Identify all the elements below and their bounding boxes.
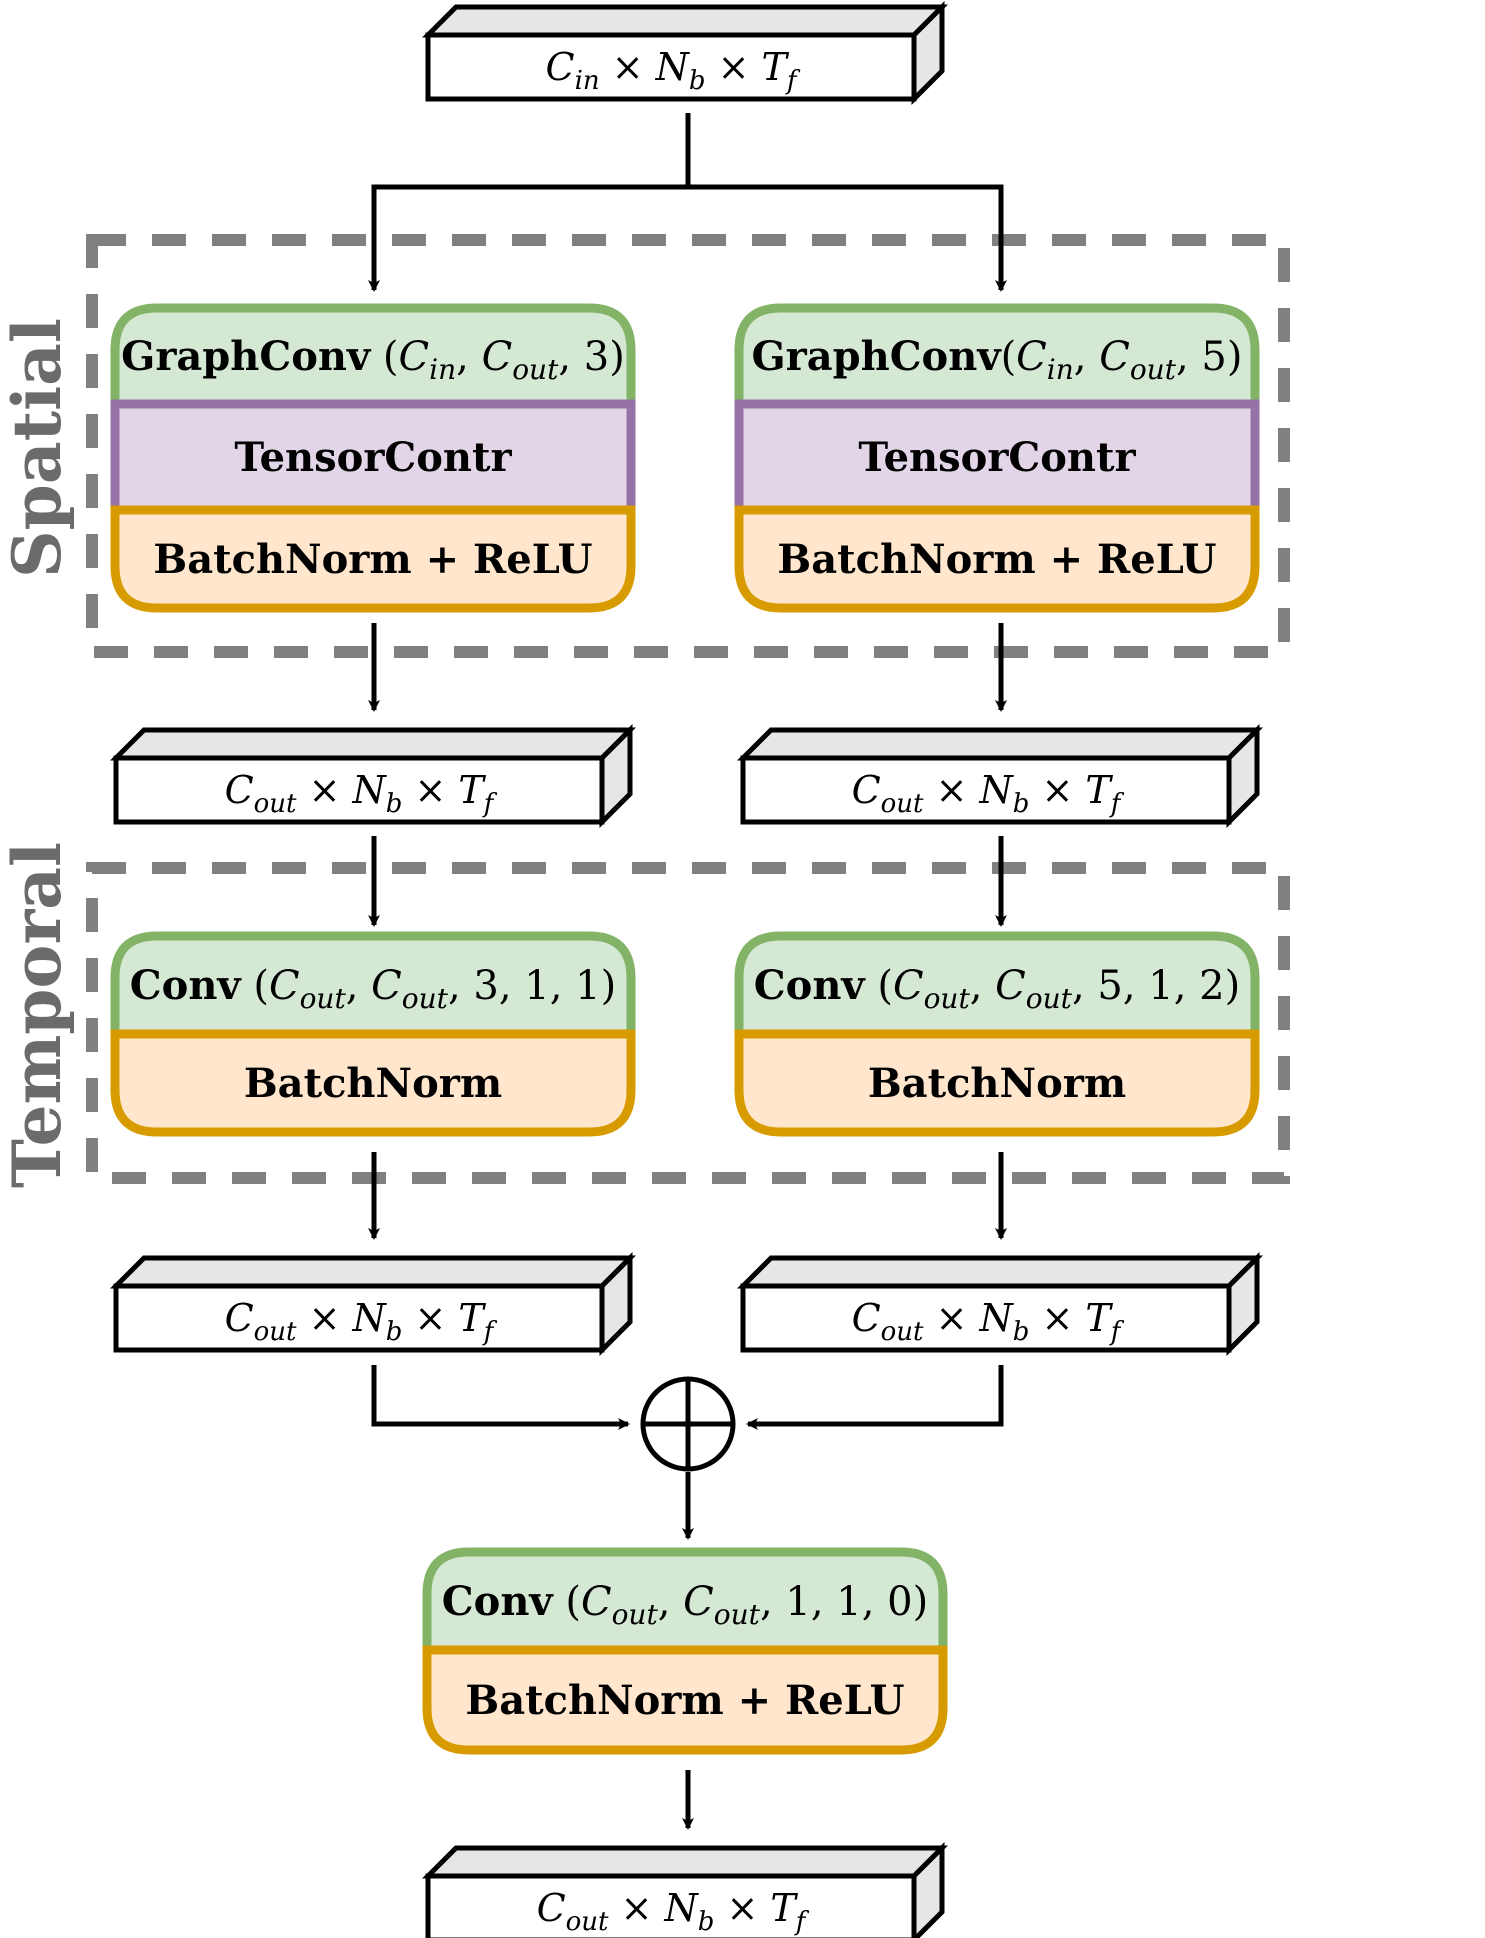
bn-relu-layer: BatchNorm + ReLU (734, 505, 1260, 613)
tensor-dims: Cout × Nb × Tf (852, 768, 1125, 819)
batchnorm-layer: BatchNorm (110, 1029, 636, 1137)
edge-input-split-right (688, 184, 1007, 292)
conv-layer: Conv (Cout, Cout, 3, 1, 1) (110, 931, 636, 1039)
tensor-dims: Cin × Nb × Tf (545, 45, 800, 96)
tensor-dims: Cout × Nb × Tf (537, 1886, 810, 1937)
bn-relu-layer: BatchNorm + ReLU (110, 505, 636, 613)
edge-sum-left (371, 1365, 630, 1430)
block-temporal-left: Conv (Cout, Cout, 3, 1, 1) BatchNorm (110, 931, 636, 1137)
tensor-input: Cin × Nb × Tf (421, 0, 949, 106)
bn-relu-layer-label: BatchNorm + ReLU (777, 536, 1216, 583)
conv-layer-label: Conv (Cout, Cout, 5, 1, 2) (754, 962, 1240, 1015)
block-spatial-left: GraphConv (Cin, Cout, 3) TensorContrBatch… (110, 303, 636, 613)
conv-layer: Conv (Cout, Cout, 1, 1, 0) (422, 1547, 948, 1655)
temporal-label: Temporal (0, 842, 76, 1188)
spatial-group-frame (86, 234, 1290, 658)
block-spatial-right: GraphConv(Cin, Cout, 5) TensorContrBatchN… (734, 303, 1260, 613)
edge-input-split (368, 113, 691, 292)
tensor-spatial-out-right: Cout × Nb × Tf (736, 723, 1264, 829)
conv-layer: Conv (Cout, Cout, 5, 1, 2) (734, 931, 1260, 1039)
graphconv-layer-label: GraphConv(Cin, Cout, 5) (752, 333, 1243, 386)
tensor-shapes: Cin × Nb × Tf Cout × Nb × Tf Cout × Nb × T… (109, 0, 1264, 1938)
batchnorm-layer: BatchNorm (734, 1029, 1260, 1137)
batchnorm-layer-label: BatchNorm (244, 1060, 502, 1107)
tensorcontr-layer: TensorContr (110, 399, 636, 515)
tensor-dims: Cout × Nb × Tf (852, 1296, 1125, 1347)
graphconv-layer: GraphConv(Cin, Cout, 5) (734, 303, 1260, 409)
tensor-dims: Cout × Nb × Tf (225, 768, 498, 819)
bn-relu-layer-label: BatchNorm + ReLU (465, 1677, 904, 1724)
bn-relu-layer: BatchNorm + ReLU (422, 1645, 948, 1755)
tensor-spatial-out-left: Cout × Nb × Tf (109, 723, 637, 829)
sum-node (640, 1376, 736, 1472)
connectors (368, 113, 1007, 1830)
batchnorm-layer-label: BatchNorm (868, 1060, 1126, 1107)
conv-layer-label: Conv (Cout, Cout, 1, 1, 0) (442, 1578, 928, 1631)
bn-relu-layer-label: BatchNorm + ReLU (153, 536, 592, 583)
block-final: Conv (Cout, Cout, 1, 1, 0) BatchNorm + Re… (422, 1547, 948, 1755)
tensor-temporal-out-left: Cout × Nb × Tf (109, 1251, 637, 1357)
conv-layer-label: Conv (Cout, Cout, 3, 1, 1) (130, 962, 616, 1015)
graphconv-layer-label: GraphConv (Cin, Cout, 3) (121, 333, 625, 386)
tensorcontr-layer: TensorContr (734, 399, 1260, 515)
tensor-temporal-out-right: Cout × Nb × Tf (736, 1251, 1264, 1357)
block-stacks: GraphConv (Cin, Cout, 3) TensorContrBatch… (110, 303, 1260, 1755)
tensorcontr-layer-label: TensorContr (858, 434, 1136, 481)
tensorcontr-layer-label: TensorContr (234, 434, 512, 481)
graphconv-layer: GraphConv (Cin, Cout, 3) (110, 303, 636, 409)
spatial-label: Spatial (0, 318, 76, 578)
block-temporal-right: Conv (Cout, Cout, 5, 1, 2) BatchNorm (734, 931, 1260, 1137)
tensor-output: Cout × Nb × Tf (421, 1841, 949, 1938)
temporal-group-frame (86, 862, 1290, 1184)
edge-sum-right (746, 1365, 1004, 1430)
